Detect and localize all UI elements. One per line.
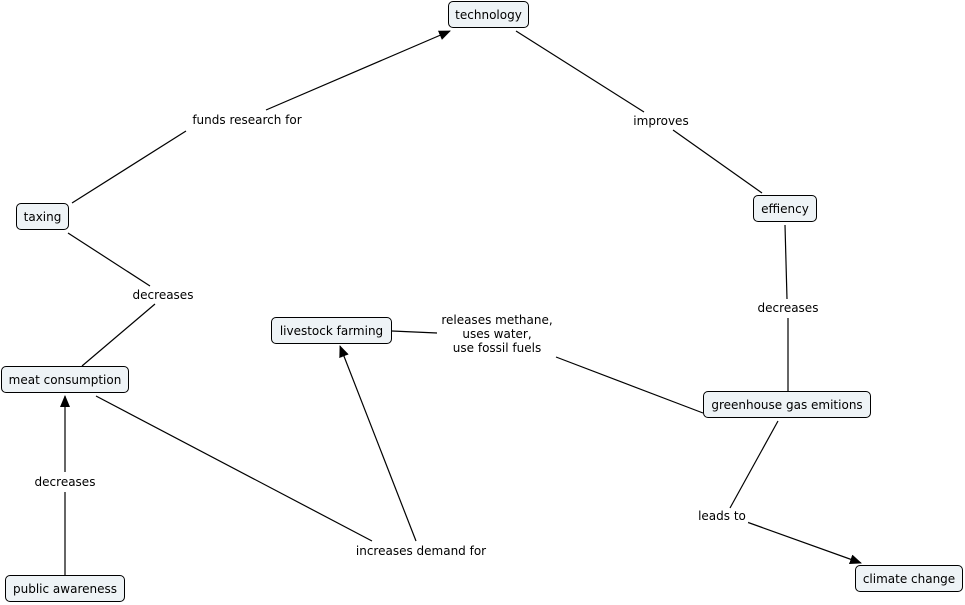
line-taxing-to-decreases (67, 232, 151, 287)
line-greenhouse-to-releases (555, 356, 704, 414)
concept-public-awareness[interactable]: public awareness (5, 575, 125, 602)
line-leads-to-climate (743, 520, 862, 564)
link-label-releases: releases methane, uses water, use fossil… (439, 313, 555, 355)
concept-livestock-farming[interactable]: livestock farming (271, 317, 392, 344)
line-funds-to-technology (265, 30, 451, 111)
link-label-increases-demand-for: increases demand for (353, 544, 489, 558)
link-label-decreases-effiency: decreases (755, 301, 821, 315)
line-technology-to-improves (515, 30, 645, 113)
line-improves-to-effiency (672, 129, 763, 194)
concept-technology[interactable]: technology (448, 1, 529, 28)
link-label-decreases-taxing: decreases (130, 288, 196, 302)
concept-climate-change[interactable]: climate change (855, 565, 963, 592)
link-label-funds-research-for: funds research for (190, 113, 304, 127)
releases-line-1: releases methane, (441, 313, 553, 327)
link-label-decreases-awareness: decreases (32, 475, 98, 489)
line-meat-to-increases (95, 395, 373, 542)
line-greenhouse-to-leads (729, 420, 779, 509)
line-taxing-to-funds (71, 130, 187, 204)
link-label-leads-to: leads to (696, 509, 748, 523)
concept-effiency[interactable]: effiency (753, 195, 817, 222)
line-releases-to-livestock (391, 330, 438, 334)
concept-greenhouse-gas-emitions[interactable]: greenhouse gas emitions (703, 391, 871, 418)
line-decreases-to-meat (81, 303, 156, 367)
concept-meat-consumption[interactable]: meat consumption (1, 366, 129, 393)
releases-line-3: use fossil fuels (452, 341, 542, 355)
line-increases-to-livestock (339, 345, 417, 542)
releases-line-2: uses water, (462, 327, 532, 341)
line-effiency-to-decreases (784, 224, 788, 300)
link-label-improves: improves (631, 114, 691, 128)
concept-taxing[interactable]: taxing (16, 203, 69, 230)
